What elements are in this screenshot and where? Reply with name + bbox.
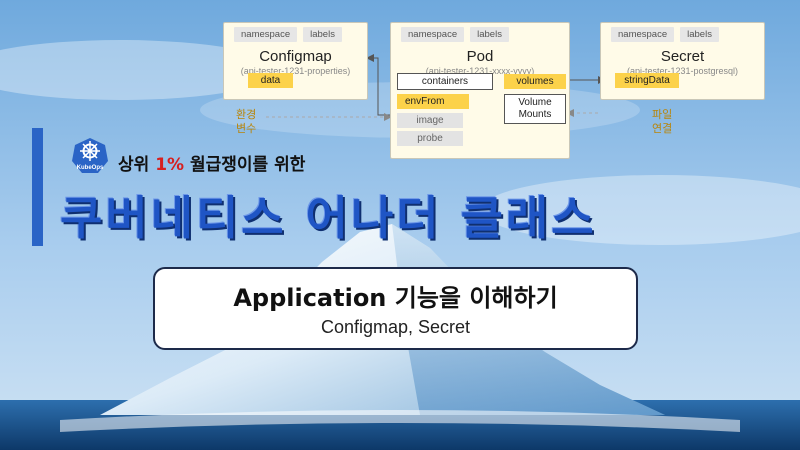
env-var-note-line2: 변수	[236, 122, 257, 135]
secret-box: namespace labels Secret (api-tester-1231…	[600, 22, 765, 100]
pod-volume-mounts-line1: Volume	[518, 97, 552, 108]
pod-volumes-chip: volumes	[504, 74, 566, 89]
configmap-title: Configmap	[259, 48, 332, 65]
pod-subtitle: (api-tester-1231-xxxx-yyyy)	[425, 66, 535, 76]
pod-containers-chip: containers	[397, 73, 493, 90]
secret-title: Secret	[660, 48, 705, 65]
configmap-namespace-tab: namespace	[234, 27, 298, 42]
card-title: Application 기능을 이해하기	[233, 284, 558, 312]
file-link-note-line2: 연결	[652, 122, 673, 135]
kubeops-logo-text: KubeOps	[77, 165, 104, 171]
subtitle: 상위 1% 월급쟁이를 위한	[118, 150, 305, 175]
env-var-note: 환경 변수	[236, 108, 256, 136]
kubeops-logo: KubeOps	[72, 138, 108, 173]
title-card: Application 기능을 이해하기 Configmap, Secret	[153, 267, 638, 350]
pod-labels-tab: labels	[470, 27, 509, 42]
subtitle-before: 상위	[118, 155, 156, 175]
configmap-subtitle: (api-tester-1231-properties)	[240, 66, 351, 76]
pod-image-chip: image	[397, 113, 463, 128]
subtitle-after: 월급쟁이를 위한	[184, 155, 306, 175]
subtitle-percent: 1%	[155, 155, 185, 175]
pod-envfrom-chip: envFrom	[397, 94, 469, 109]
file-link-note-line1: 파일	[652, 108, 673, 121]
env-var-note-line1: 환경	[236, 108, 257, 121]
secret-namespace-tab: namespace	[611, 27, 675, 42]
secret-labels-tab: labels	[680, 27, 719, 42]
pod-title: Pod	[466, 48, 494, 65]
file-link-note: 파일 연결	[652, 108, 672, 136]
headline: 쿠버네티스 어나더 클래스	[60, 191, 597, 245]
pod-box: namespace labels Pod (api-tester-1231-xx…	[390, 22, 570, 159]
configmap-box: namespace labels Configmap (api-tester-1…	[223, 22, 368, 100]
pod-volume-mounts-chip: Volume Mounts	[504, 94, 566, 124]
pod-probe-chip: probe	[397, 131, 463, 146]
configmap-labels-tab: labels	[303, 27, 342, 42]
secret-stringdata-chip: stringData	[615, 73, 679, 88]
card-subtitle: Configmap, Secret	[320, 317, 471, 337]
pod-namespace-tab: namespace	[401, 27, 465, 42]
accent-bar	[32, 128, 43, 246]
secret-subtitle: (api-tester-1231-postgresql)	[626, 66, 739, 76]
configmap-data-chip: data	[248, 73, 293, 88]
pod-volume-mounts-line2: Mounts	[518, 109, 552, 120]
